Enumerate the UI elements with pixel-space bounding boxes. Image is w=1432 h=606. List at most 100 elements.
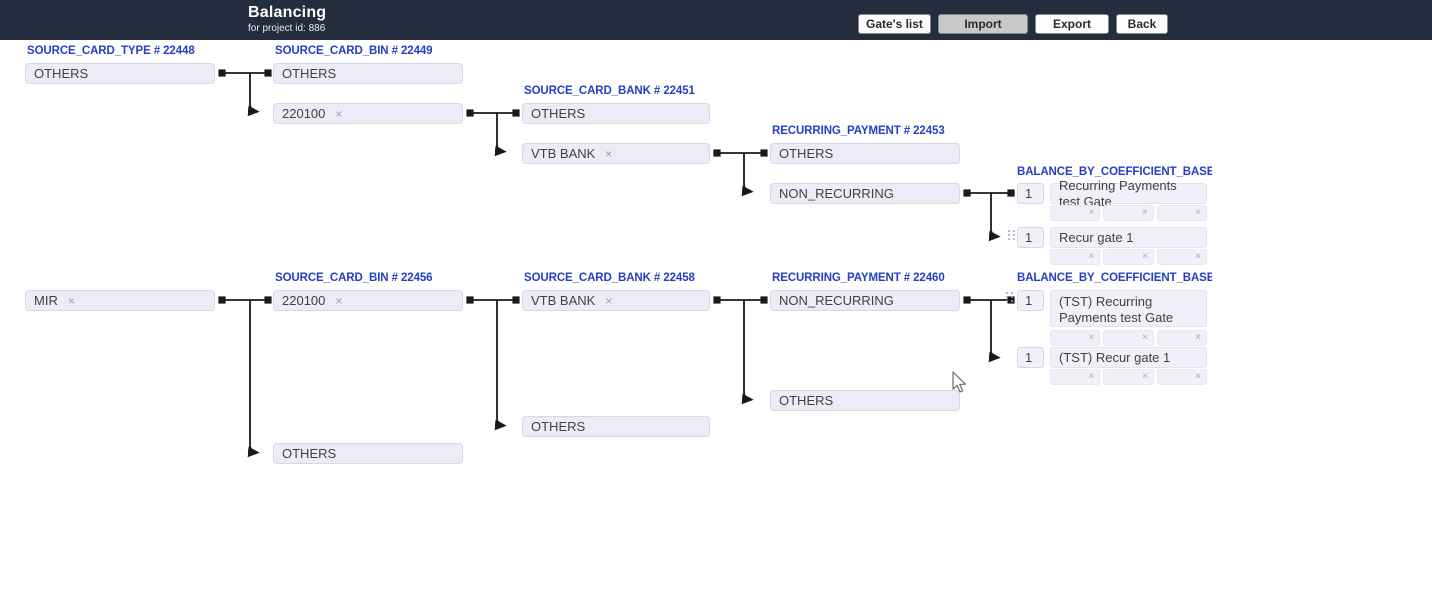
title-block: Balancing for project id: 886 (248, 4, 326, 34)
select-value: OTHERS (282, 446, 336, 461)
gate-select[interactable]: (TST) Recurring Payments test Gate (1050, 290, 1207, 327)
gates-list-button[interactable]: Gate's list (858, 14, 931, 34)
select-recur2-non-recurring[interactable]: NON_RECURRING (770, 290, 960, 311)
gate-select[interactable]: (TST) Recur gate 1 (1050, 347, 1207, 368)
select-value: OTHERS (531, 106, 585, 121)
connector-branch (250, 300, 257, 453)
page-title: Balancing (248, 4, 326, 22)
select-value: OTHERS (282, 66, 336, 81)
import-button[interactable]: Import (938, 14, 1028, 34)
column-header-balance2: BALANCE_BY_COEFFICIENT_BASED... (1017, 272, 1212, 286)
gate-slot[interactable]: × (1050, 249, 1100, 265)
gate-select[interactable]: Recur gate 1 (1050, 227, 1207, 248)
connector-branch (497, 113, 504, 152)
remove-icon[interactable]: × (1195, 333, 1201, 343)
gate-slot[interactable]: × (1157, 369, 1207, 385)
coefficient-input[interactable]: 1 (1017, 290, 1044, 311)
column-header-source-card-bank-22451: SOURCE_CARD_BANK # 22451 (524, 85, 719, 99)
select-bin2-others[interactable]: OTHERS (273, 443, 463, 464)
select-card-type-others[interactable]: OTHERS (25, 63, 215, 84)
gate-slot[interactable]: × (1157, 330, 1207, 346)
remove-icon[interactable]: × (1142, 333, 1148, 343)
select-bank2-others[interactable]: OTHERS (522, 416, 710, 437)
select-recur1-others[interactable]: OTHERS (770, 143, 960, 164)
connector-branch (744, 300, 751, 400)
project-id-subtitle: for project id: 886 (248, 23, 326, 34)
coefficient-input[interactable]: 1 (1017, 183, 1044, 204)
connector-branch (991, 193, 998, 237)
gate-select[interactable]: Recurring Payments test Gate (1050, 183, 1207, 204)
select-value: OTHERS (34, 66, 88, 81)
gate-slot[interactable]: × (1050, 205, 1100, 221)
gate-slot[interactable]: × (1103, 369, 1153, 385)
top-bar: Balancing for project id: 886 Gate's lis… (0, 0, 1432, 40)
connector-branch (497, 300, 504, 426)
coefficient-value: 1 (1025, 186, 1032, 201)
coefficient-input[interactable]: 1 (1017, 347, 1044, 368)
back-button[interactable]: Back (1116, 14, 1168, 34)
gate-slot[interactable]: × (1050, 330, 1100, 346)
select-bank1-others[interactable]: OTHERS (522, 103, 710, 124)
export-button[interactable]: Export (1035, 14, 1109, 34)
select-value: 220100 (282, 106, 325, 121)
coefficient-input[interactable]: 1 (1017, 227, 1044, 248)
select-bank1-vtb[interactable]: VTB BANK × (522, 143, 710, 164)
remove-icon[interactable]: × (1088, 252, 1094, 262)
gate-slot[interactable]: × (1157, 249, 1207, 265)
select-value: 220100 (282, 293, 325, 308)
select-bank2-vtb[interactable]: VTB BANK × (522, 290, 710, 311)
column-header-source-card-bank-22458: SOURCE_CARD_BANK # 22458 (524, 272, 719, 286)
select-value: OTHERS (531, 419, 585, 434)
gate-slot[interactable]: × (1157, 205, 1207, 221)
remove-icon[interactable]: × (1088, 208, 1094, 218)
gate-slot-row: × × × (1050, 330, 1207, 346)
column-header-source-card-bin-22449: SOURCE_CARD_BIN # 22449 (275, 45, 470, 59)
select-bin1-others[interactable]: OTHERS (273, 63, 463, 84)
gate-slot[interactable]: × (1103, 249, 1153, 265)
remove-icon[interactable]: × (335, 108, 342, 120)
coefficient-value: 1 (1025, 230, 1032, 245)
remove-icon[interactable]: × (605, 295, 612, 307)
drag-handle-icon[interactable] (1006, 292, 1014, 306)
gate-name: Recur gate 1 (1059, 230, 1133, 246)
remove-icon[interactable]: × (1142, 372, 1148, 382)
remove-icon[interactable]: × (68, 295, 75, 307)
connector-branch (744, 153, 751, 192)
remove-icon[interactable]: × (605, 148, 612, 160)
gate-slot[interactable]: × (1050, 369, 1100, 385)
select-bin1-220100[interactable]: 220100 × (273, 103, 463, 124)
remove-icon[interactable]: × (1088, 333, 1094, 343)
gate-slot-row: × × × (1050, 249, 1207, 265)
select-card-type-mir[interactable]: MIR × (25, 290, 215, 311)
remove-icon[interactable]: × (1195, 372, 1201, 382)
remove-icon[interactable]: × (335, 295, 342, 307)
remove-icon[interactable]: × (1142, 208, 1148, 218)
gate-name: (TST) Recur gate 1 (1059, 350, 1170, 366)
column-header-source-card-type: SOURCE_CARD_TYPE # 22448 (27, 45, 222, 59)
select-value: MIR (34, 293, 58, 308)
select-value: VTB BANK (531, 293, 595, 308)
remove-icon[interactable]: × (1195, 208, 1201, 218)
gate-slot[interactable]: × (1103, 205, 1153, 221)
remove-icon[interactable]: × (1142, 252, 1148, 262)
drag-handle-icon[interactable] (1008, 230, 1016, 244)
select-recur1-non-recurring[interactable]: NON_RECURRING (770, 183, 960, 204)
remove-icon[interactable]: × (1195, 252, 1201, 262)
coefficient-value: 1 (1025, 350, 1032, 365)
column-header-recurring-payment-22460: RECURRING_PAYMENT # 22460 (772, 272, 967, 286)
gate-slot-row: × × × (1050, 369, 1207, 385)
gate-slot-row: × × × (1050, 205, 1207, 221)
select-value: NON_RECURRING (779, 186, 894, 201)
remove-icon[interactable]: × (1088, 372, 1094, 382)
gate-name: (TST) Recurring Payments test Gate (1059, 294, 1198, 326)
select-value: OTHERS (779, 146, 833, 161)
connector-branch (991, 300, 998, 358)
gate-slot[interactable]: × (1103, 330, 1153, 346)
select-recur2-others[interactable]: OTHERS (770, 390, 960, 411)
column-header-recurring-payment-22453: RECURRING_PAYMENT # 22453 (772, 125, 967, 139)
select-bin2-220100[interactable]: 220100 × (273, 290, 463, 311)
select-value: NON_RECURRING (779, 293, 894, 308)
coefficient-value: 1 (1025, 293, 1032, 308)
select-value: VTB BANK (531, 146, 595, 161)
